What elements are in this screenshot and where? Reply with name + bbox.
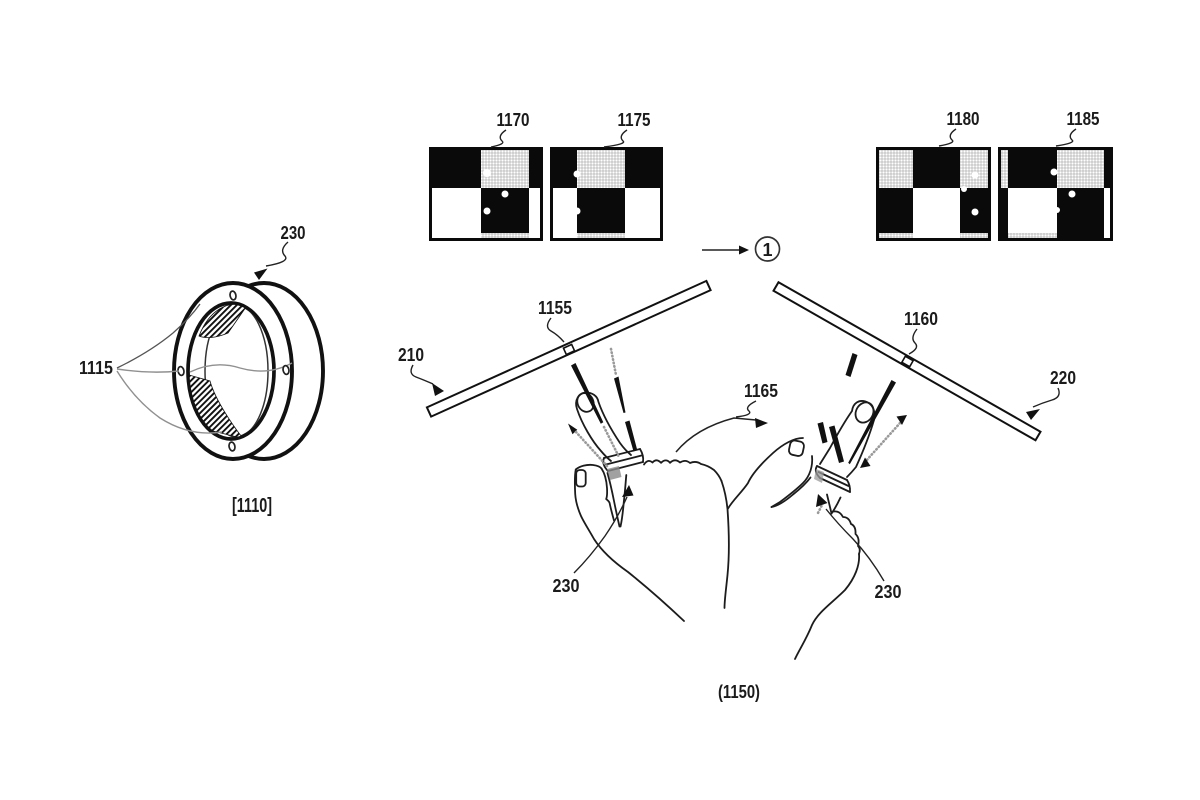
svg-text:(1150): (1150)	[718, 682, 760, 702]
svg-text:1155: 1155	[538, 298, 572, 318]
svg-text:1115: 1115	[79, 358, 113, 378]
svg-text:230: 230	[553, 576, 580, 596]
svg-text:230: 230	[875, 582, 902, 602]
svg-text:1170: 1170	[497, 110, 530, 130]
svg-text:1: 1	[762, 240, 772, 260]
svg-text:230: 230	[281, 223, 306, 243]
svg-text:[1110]: [1110]	[232, 495, 272, 517]
svg-text:1175: 1175	[618, 110, 651, 130]
svg-text:1165: 1165	[744, 381, 778, 401]
svg-text:220: 220	[1050, 368, 1076, 388]
svg-text:1185: 1185	[1067, 109, 1100, 129]
svg-text:1160: 1160	[904, 309, 938, 329]
svg-text:1180: 1180	[947, 109, 980, 129]
svg-text:210: 210	[398, 345, 424, 365]
